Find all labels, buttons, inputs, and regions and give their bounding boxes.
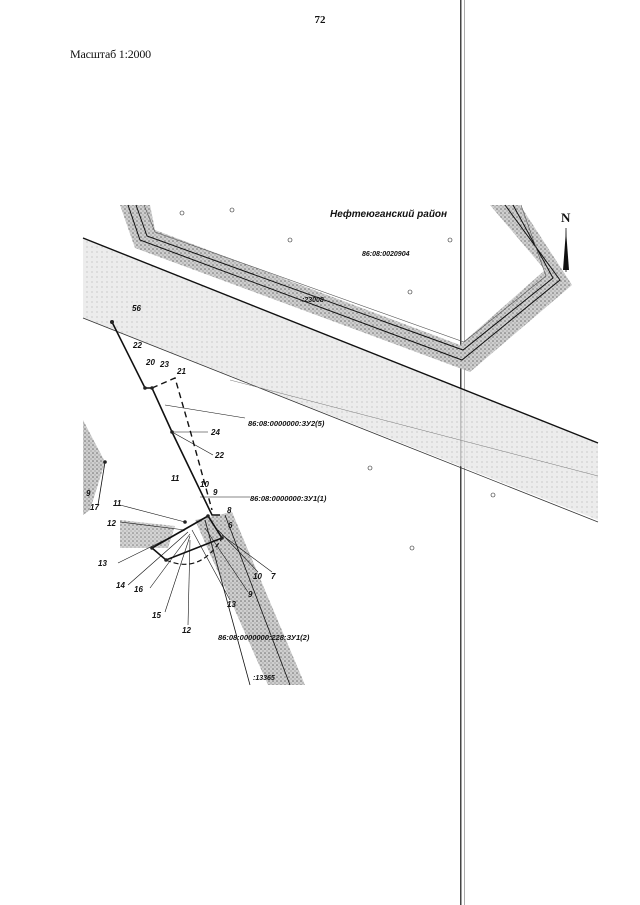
point-label: 17 [90, 503, 99, 512]
leader-14 [127, 531, 189, 586]
road-edge-lower [82, 317, 599, 523]
left-hatched-strip [83, 420, 105, 515]
parcel-zu2-outline [111, 321, 220, 516]
lower-strip-edge-1 [204, 519, 251, 686]
point-label: 10 [200, 480, 209, 489]
point-label: 22 [132, 341, 142, 350]
cadastral-block-label: 86:08:0020904 [362, 251, 410, 258]
upper-strip-line-3 [143, 204, 547, 343]
scale-label: Масштаб 1:2000 [70, 47, 151, 61]
parcel-zu1-2-label: 86:08:0000000:228:ЗУ1(2) [218, 633, 310, 642]
point-label: 15 [152, 611, 161, 620]
point-label: 16 [134, 585, 143, 594]
point-label: 9 [248, 590, 253, 599]
parcel-zu2-dashed [151, 377, 213, 511]
point-label: 23 [159, 360, 169, 369]
point-label: 20 [145, 358, 155, 367]
parcel-zu1-1-label: 86:08:0000000:ЗУ1(1) [250, 494, 327, 503]
point-label: 10 [253, 572, 262, 581]
road-edge-upper [82, 237, 599, 444]
leader-22b [171, 431, 214, 456]
point-label: 8 [227, 506, 232, 515]
point-label: 9 [86, 489, 91, 498]
point-label: 56 [132, 304, 141, 313]
leader-11l [119, 504, 186, 523]
point-label: 11 [171, 474, 180, 483]
point-label: 9 [213, 488, 218, 497]
road-band [83, 238, 598, 520]
point-label: 22 [214, 451, 224, 460]
leader-16 [149, 533, 191, 589]
point-label: 7 [271, 572, 276, 581]
point-label: 14 [116, 581, 125, 590]
leader-13b [191, 529, 231, 601]
point-label: 13 [227, 600, 236, 609]
leader-7 [221, 534, 273, 573]
junction-hatch [120, 520, 175, 548]
upper-strip-line-2 [135, 204, 554, 351]
point-label: 24 [210, 428, 220, 437]
leader-12l [119, 521, 186, 531]
leader-zu2 [164, 404, 246, 419]
north-arrow-label: N [561, 210, 571, 225]
parcel-zu2-label: 86:08:0000000:ЗУ2(5) [248, 419, 325, 428]
object-13365-label: :13365 [253, 675, 275, 682]
lower-hatched-strip [195, 512, 305, 685]
leader-12b [187, 539, 191, 626]
north-arrow [563, 228, 569, 272]
leader-17 [97, 461, 106, 506]
lower-strip-edge-2 [224, 514, 291, 686]
point-label: 13 [98, 559, 107, 568]
survey-points [103, 207, 496, 562]
upper-strip-line-1 [127, 204, 561, 361]
object-23008-label: :23008 [302, 297, 324, 304]
leader-15 [164, 535, 191, 613]
point-label: 21 [176, 367, 186, 376]
point-label: 12 [182, 626, 191, 635]
parcel-zu1-dashed-arc [165, 537, 223, 565]
point-label: 6 [228, 521, 233, 530]
point-label: 12 [107, 519, 116, 528]
point-label: 11 [113, 499, 122, 508]
leader-9b [204, 527, 249, 593]
road-inner-line [229, 379, 599, 477]
district-label: Нефтеюганский район [330, 208, 447, 220]
page-number: 72 [314, 14, 326, 26]
